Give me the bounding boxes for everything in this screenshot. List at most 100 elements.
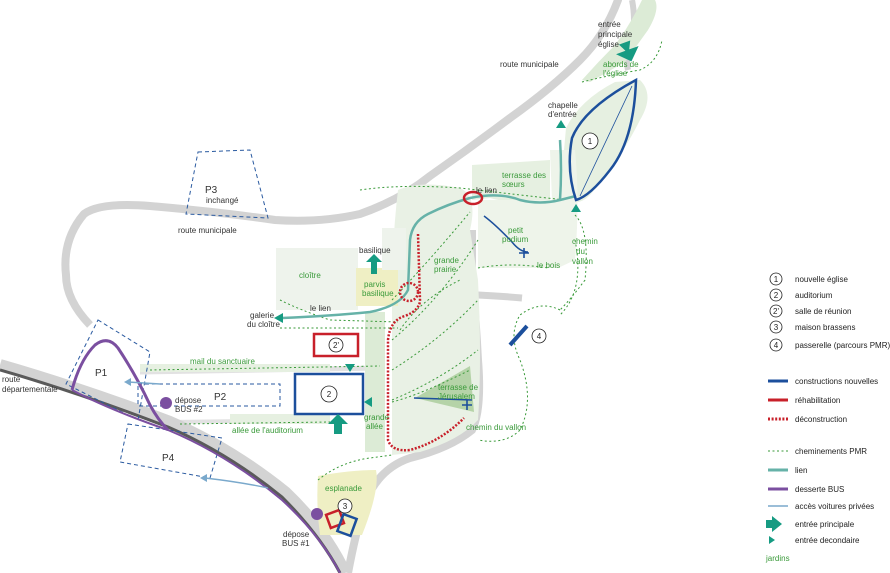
- zone-mail-sanctuaire: [140, 364, 330, 372]
- label-route-dept-2: départementale: [2, 385, 58, 394]
- label-petit-podium-2: podium: [502, 235, 529, 244]
- label-le-lien-mid: le lien: [310, 304, 331, 313]
- road-right-stub: [477, 291, 523, 302]
- new-constructions: [293, 77, 638, 538]
- main-entrance-basilique-icon: [366, 254, 382, 274]
- label-route-municipale-left: route municipale: [178, 226, 237, 235]
- rehab-salle-reunion: [312, 332, 360, 358]
- markers: 1 2 2' 3 4: [320, 132, 599, 514]
- marker-2p: 2': [333, 341, 339, 350]
- legend-constructions-nouvelles: constructions nouvelles: [795, 377, 878, 386]
- label-chemin-vallon-v-3: vallon: [572, 257, 593, 266]
- legend-marker-2p-icon: [769, 304, 783, 318]
- terrasse-jerusalem-outline: [413, 397, 473, 401]
- legend-marker-4-label: passerelle (parcours PMR): [795, 341, 890, 350]
- secondary-entrance-vallon-icon: [571, 204, 581, 212]
- legend-marker-1-icon: [769, 272, 783, 286]
- car-access-arrow-p4: [200, 474, 207, 482]
- label-grande-allee-1: grande: [364, 413, 389, 422]
- label-depose-bus1-1: dépose: [283, 530, 310, 539]
- legend-jardins: jardins: [765, 554, 790, 563]
- zone-grande-allee: [365, 312, 385, 452]
- label-terrasse-jerusalem-1: terrasse de: [438, 383, 479, 392]
- zone-le-bois: [478, 200, 560, 268]
- pmr-path-prairie-5: [399, 279, 461, 331]
- deconstruction-parvis: [398, 281, 420, 303]
- secondary-entrance-chapelle-icon: [556, 120, 566, 128]
- legend-desserte-bus: desserte BUS: [795, 485, 844, 494]
- lien-path: [281, 139, 577, 320]
- maison-brassens-new: [335, 512, 359, 538]
- label-parvis-1: parvis: [364, 280, 385, 289]
- legend-marker-1-num: 1: [774, 275, 779, 284]
- label-abords-1: abords de: [603, 60, 639, 69]
- label-allee-auditorium: allée de l'auditorium: [232, 426, 303, 435]
- pmr-path-jerusalem: [391, 369, 471, 403]
- legend-marker-2-icon: [769, 288, 783, 302]
- marker-3-icon: [337, 498, 353, 514]
- marker-3: 3: [343, 502, 348, 511]
- pmr-path-bois: [477, 264, 549, 269]
- label-chapelle-1: chapelle: [548, 101, 578, 110]
- bus-loop-return: [71, 389, 341, 573]
- label-abords-2: l'église: [603, 69, 628, 78]
- passerelle-line: [508, 324, 529, 347]
- pmr-path-cloitre-2: [279, 299, 399, 323]
- zone-abords-eglise: [582, 0, 657, 82]
- label-petit-podium-1: petit: [508, 226, 524, 235]
- label-terrasse-soeurs-1: terrasse des: [502, 171, 546, 180]
- building-cloitre: [276, 248, 358, 310]
- legend-rehabilitation: réhabilitation: [795, 396, 840, 405]
- site-zones: [140, 0, 657, 535]
- legend-marker-2-label: auditorium: [795, 291, 833, 300]
- label-cloitre: cloître: [299, 271, 321, 280]
- legend-deconstruction: déconstruction: [795, 415, 847, 424]
- pmr-path-prairie-3: [391, 299, 479, 371]
- parking-p2: [137, 383, 281, 407]
- pmr-path-prairie-2: [391, 239, 479, 341]
- label-p1: P1: [95, 368, 108, 379]
- legend-small-arrow-icon: [769, 536, 775, 544]
- legend-acces-voitures: accès voitures privées: [795, 502, 874, 511]
- marker-4: 4: [537, 332, 542, 341]
- label-parvis-2: basilique: [362, 289, 394, 298]
- road-left-loop: [62, 274, 93, 328]
- car-access-p4: [204, 477, 269, 489]
- legend-lien: lien: [795, 466, 807, 475]
- legend-entree-secondaire: entrée decondaire: [795, 536, 860, 545]
- label-grande-prairie-2: prairie: [434, 265, 457, 274]
- label-p2: P2: [214, 392, 227, 403]
- label-terrasse-soeurs-2: sœurs: [502, 180, 525, 189]
- label-route-dept-1: route: [2, 375, 21, 384]
- pmr-paths: [149, 39, 663, 481]
- lien-arrow-galerie: [274, 313, 283, 323]
- legend-marker-1-label: nouvelle église: [795, 275, 848, 284]
- marker-1: 1: [588, 137, 593, 146]
- label-grande-prairie-1: grande: [434, 256, 459, 265]
- label-esplanade: esplanade: [325, 484, 362, 493]
- label-depose-bus2-1: dépose: [175, 396, 202, 405]
- marker-1-icon: [581, 132, 599, 150]
- legend-marker-4-num: 4: [774, 341, 779, 350]
- lien-main: [281, 194, 577, 320]
- legend-marker-3-label: maison brassens: [795, 323, 855, 332]
- label-mail-sanctuaire: mail du sanctuaire: [190, 357, 255, 366]
- zone-allee-auditorium-strip: [230, 414, 330, 424]
- label-chemin-vallon-v-1: chemin: [572, 237, 598, 246]
- plus-podium-icon: [519, 248, 529, 258]
- marker-2-icon: [320, 385, 338, 403]
- pmr-path-vallon-right: [559, 239, 579, 316]
- zone-parvis-basilique: [356, 268, 398, 306]
- label-depose-bus1-2: BUS #1: [282, 539, 310, 548]
- entrance-arrows: [328, 40, 639, 434]
- bus-stop-2-icon: [160, 397, 172, 409]
- marker-2p-icon: [328, 337, 344, 353]
- marker-4-icon: [531, 328, 547, 344]
- lien-chapelle: [558, 139, 563, 201]
- label-le-bois: le bois: [537, 261, 560, 270]
- legend-marker-3-num: 3: [774, 323, 779, 332]
- main-entrance-eglise-icon: [616, 40, 639, 62]
- map-labels: entrée principale église abords de l'égl…: [2, 20, 639, 548]
- parking-p1: [65, 319, 151, 421]
- label-le-lien-top: le lien: [476, 186, 497, 195]
